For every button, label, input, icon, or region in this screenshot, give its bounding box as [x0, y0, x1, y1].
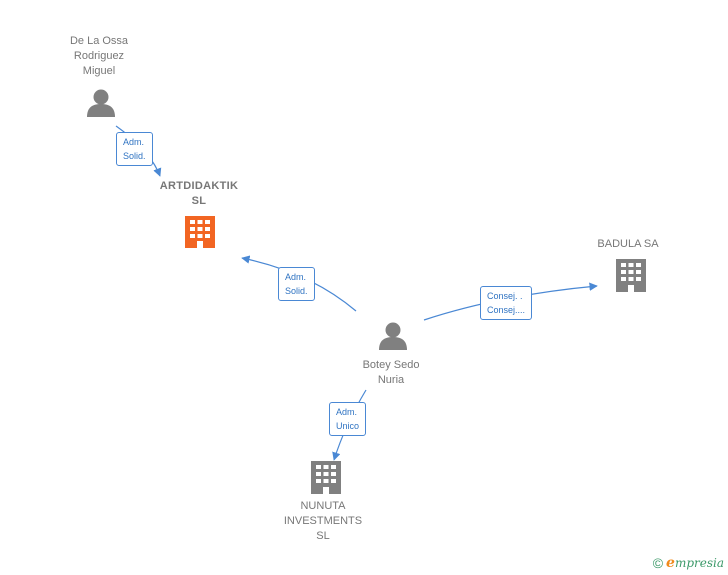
brand-logo[interactable]: empresia [666, 555, 724, 571]
label-line: BADULA SA [597, 238, 659, 250]
label-line: SL [191, 195, 207, 207]
person-icon[interactable] [87, 89, 115, 118]
copyright-icon: © [652, 555, 664, 571]
label-line: SL [316, 530, 330, 542]
edge-label[interactable]: Adm. Solid. [278, 267, 315, 301]
edge-label-line: Consej.... [487, 305, 526, 315]
node-label-person[interactable]: De La Ossa Rodriguez Miguel [39, 34, 159, 79]
edge-label[interactable]: Adm. Unico [329, 402, 367, 436]
footer-brand: © empresia [653, 555, 724, 571]
node-label-company[interactable]: NUNUTA INVESTMENTS SL [263, 499, 383, 544]
edge-label-line: Consej. . [487, 291, 523, 301]
building-icon[interactable] [185, 216, 215, 248]
label-line: Nuria [377, 374, 405, 386]
building-icon[interactable] [616, 259, 646, 292]
node-label-company[interactable]: ARTDIDAKTIK SL [139, 179, 259, 209]
person-icon[interactable] [379, 322, 407, 351]
label-line: ARTDIDAKTIK [159, 180, 239, 192]
label-line: INVESTMENTS [283, 515, 363, 527]
label-line: Rodriguez [73, 50, 125, 62]
edge-label[interactable]: Consej. . Consej.... [480, 286, 533, 320]
edge-label-line: Solid. [285, 286, 308, 296]
edge-label-line: Adm. [336, 407, 358, 417]
edge-label[interactable]: Adm. Solid. [116, 132, 153, 166]
edge-label-line: Adm. [285, 272, 307, 282]
edge-label-line: Adm. [123, 137, 145, 147]
label-line: Miguel [82, 65, 116, 77]
node-label-person[interactable]: Botey Sedo Nuria [331, 358, 451, 388]
edge-label-line: Solid. [123, 151, 146, 161]
building-icon[interactable] [311, 461, 341, 494]
label-line: NUNUTA [300, 500, 346, 512]
label-line: Botey Sedo [362, 359, 420, 371]
label-line: De La Ossa [69, 35, 129, 47]
edge-label-line: Unico [336, 421, 360, 431]
node-label-company[interactable]: BADULA SA [568, 237, 688, 252]
